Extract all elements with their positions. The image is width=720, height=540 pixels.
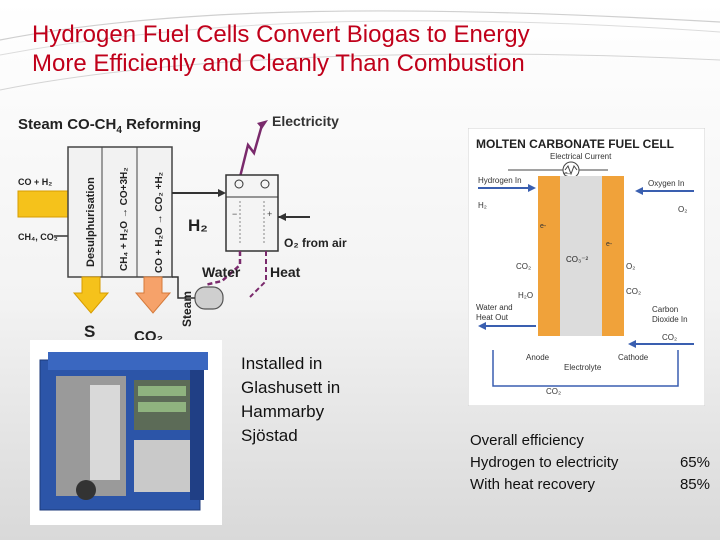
- o2-from-air-label: O₂ from air: [284, 236, 347, 250]
- reaction-2-label: CO + H₂O → CO₂ +H₂: [154, 172, 165, 273]
- efficiency-row2-label: With heat recovery: [470, 474, 595, 496]
- o2-arrowhead: [278, 213, 286, 221]
- water-heat-out-label-1: Water and: [476, 303, 513, 312]
- o2-inner-label: O₂: [626, 262, 635, 271]
- efficiency-row-electricity: Hydrogen to electricity 65%: [470, 452, 710, 474]
- caption-line-2: Glashusett in: [241, 376, 381, 400]
- efficiency-heading: Overall efficiency: [470, 430, 710, 452]
- anode-co2-label: CO₂: [516, 262, 531, 271]
- electrolyte-label: Electrolyte: [564, 363, 602, 372]
- co2-recycle-label: CO₂: [546, 387, 561, 396]
- electricity-bolt-icon: [240, 125, 262, 177]
- water-label: Water: [202, 264, 241, 280]
- efficiency-row-heat: With heat recovery 85%: [470, 474, 710, 496]
- electricity-label: Electricity: [272, 113, 339, 129]
- heat-label: Heat: [270, 264, 301, 280]
- title-line-2: More Efficiently and Cleanly Than Combus…: [32, 49, 530, 78]
- fuel-cell-unit-photo: [30, 340, 222, 525]
- efficiency-row1-label: Hydrogen to electricity: [470, 452, 618, 474]
- h2-label: H₂: [188, 216, 208, 235]
- unit-top: [48, 352, 208, 370]
- s-output-arrow: [74, 277, 108, 313]
- reforming-diagram: Steam CO-CH4 Reforming Electricity CO + …: [10, 105, 380, 345]
- oxygen-in-label: Oxygen In: [648, 179, 684, 188]
- mcfc-diagram: MOLTEN CARBONATE FUEL CELL Electrical Cu…: [468, 128, 705, 406]
- desulph-label: Desulphurisation: [85, 177, 97, 267]
- mcfc-title: MOLTEN CARBONATE FUEL CELL: [476, 137, 674, 151]
- co3-label: CO₃⁻²: [566, 255, 588, 264]
- electrical-current-label: Electrical Current: [550, 152, 612, 161]
- water-heat-out-label-2: Heat Out: [476, 313, 509, 322]
- anode-label: Anode: [526, 353, 550, 362]
- unit-tank-highlight: [90, 385, 120, 480]
- electron-label-2: e-: [606, 241, 613, 248]
- slide-title: Hydrogen Fuel Cells Convert Biogas to En…: [32, 20, 530, 78]
- cell-neg-sign: −: [232, 209, 237, 219]
- input-ch4-co2: CH₄, CO₂: [18, 232, 58, 242]
- heat-return-line: [250, 251, 266, 297]
- unit-side-panel: [190, 370, 204, 500]
- reforming-heading: Steam CO-CH4 Reforming: [18, 116, 201, 136]
- h2o-label: H₂O: [518, 291, 533, 300]
- s-output-label: S: [84, 322, 95, 341]
- unit-compartment: [134, 440, 192, 492]
- caption-line-3: Hammarby: [241, 400, 381, 424]
- steam-generator-icon: [195, 287, 223, 309]
- hydrogen-in-label: Hydrogen In: [478, 176, 522, 185]
- caption-line-4: Sjöstad: [241, 424, 381, 448]
- co2-output-arrow: [136, 277, 170, 313]
- unit-board-2: [138, 402, 186, 412]
- cathode-co2-label: CO₂: [626, 287, 641, 296]
- h2-arrowhead: [218, 189, 226, 197]
- steam-label: Steam: [180, 291, 194, 327]
- efficiency-row1-value: 65%: [680, 452, 710, 474]
- cathode-label: Cathode: [618, 353, 649, 362]
- electron-label-1: e-: [540, 223, 547, 230]
- efficiency-row2-value: 85%: [680, 474, 710, 496]
- o2-label: O₂: [678, 205, 687, 214]
- unit-pipe-ring: [76, 480, 96, 500]
- cathode-layer: [602, 176, 624, 336]
- anode-layer: [538, 176, 560, 336]
- h2-label: H₂: [478, 201, 487, 210]
- co2-in-label: CO₂: [662, 333, 677, 342]
- carbon-dioxide-in-label-2: Dioxide In: [652, 315, 688, 324]
- input-co-h2: CO + H₂: [18, 177, 52, 187]
- installation-caption: Installed in Glashusett in Hammarby Sjös…: [241, 352, 381, 448]
- caption-line-1: Installed in: [241, 352, 381, 376]
- cell-pos-sign: +: [267, 209, 272, 219]
- carbon-dioxide-in-label-1: Carbon: [652, 305, 678, 314]
- reaction-1-label: CH₄ + H₂O → CO+3H₂: [119, 167, 130, 271]
- title-line-1: Hydrogen Fuel Cells Convert Biogas to En…: [32, 20, 530, 49]
- efficiency-block: Overall efficiency Hydrogen to electrici…: [470, 430, 710, 496]
- unit-board-1: [138, 386, 186, 396]
